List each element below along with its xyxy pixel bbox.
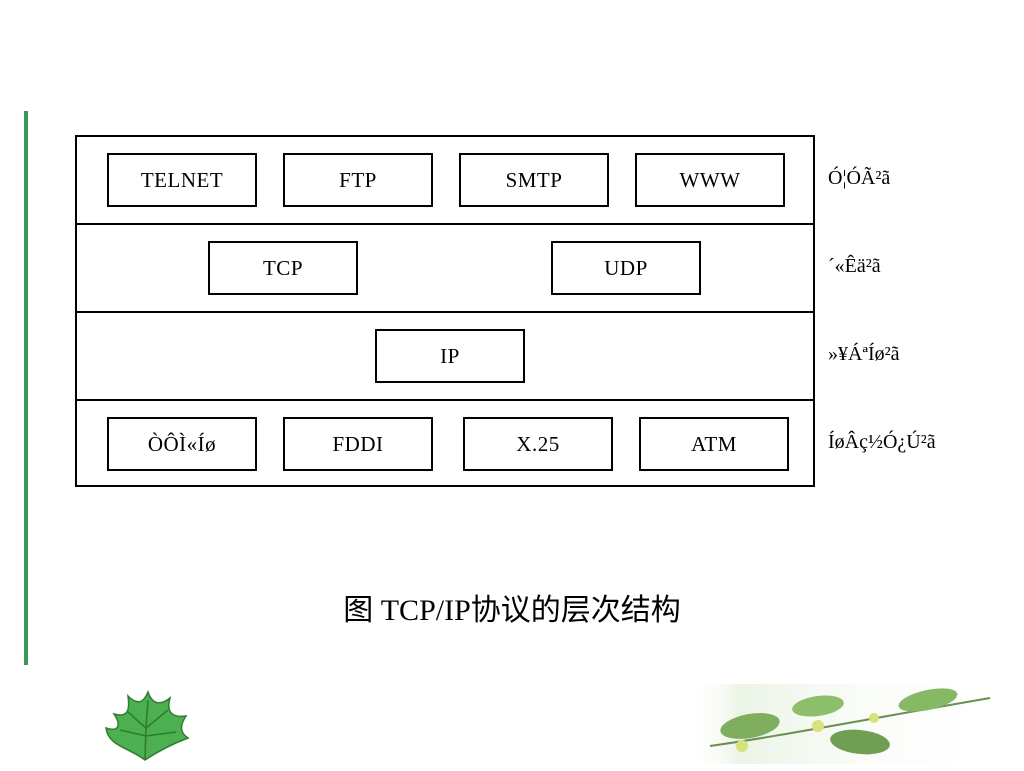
protocol-box-udp: UDP <box>551 241 701 295</box>
protocol-box-telnet: TELNET <box>107 153 257 207</box>
leaf-branch-icon <box>690 684 1010 769</box>
figure-caption: 图 TCP/IP协议的层次结构 <box>343 594 681 627</box>
layer-label-transport: ´«Êä²ã <box>828 255 881 277</box>
protocol-box-x25: X.25 <box>463 417 613 471</box>
layer-application: TELNET FTP SMTP WWW <box>77 137 813 225</box>
protocol-box-ethernet: ÒÔÌ«Íø <box>107 417 257 471</box>
layer-transport: TCP UDP <box>77 225 813 313</box>
accent-line <box>24 111 28 665</box>
protocol-stack-diagram: TELNET FTP SMTP WWW TCP UDP IP ÒÔÌ«Íø FD… <box>75 135 815 487</box>
protocol-box-fddi: FDDI <box>283 417 433 471</box>
protocol-box-ftp: FTP <box>283 153 433 207</box>
layer-label-internet: »¥ÁªÍø²ã <box>828 343 900 365</box>
protocol-box-ip: IP <box>375 329 525 383</box>
protocol-box-www: WWW <box>635 153 785 207</box>
leaf-icon <box>100 688 190 771</box>
protocol-box-tcp: TCP <box>208 241 358 295</box>
layer-label-network-interface: ÍøÂç½Ó¿Ú²ã <box>828 431 936 453</box>
protocol-box-atm: ATM <box>639 417 789 471</box>
protocol-box-smtp: SMTP <box>459 153 609 207</box>
layer-network-interface: ÒÔÌ«Íø FDDI X.25 ATM <box>77 401 813 489</box>
layer-internet: IP <box>77 313 813 401</box>
layer-label-application: Ó¦ÓÃ²ã <box>828 167 891 189</box>
